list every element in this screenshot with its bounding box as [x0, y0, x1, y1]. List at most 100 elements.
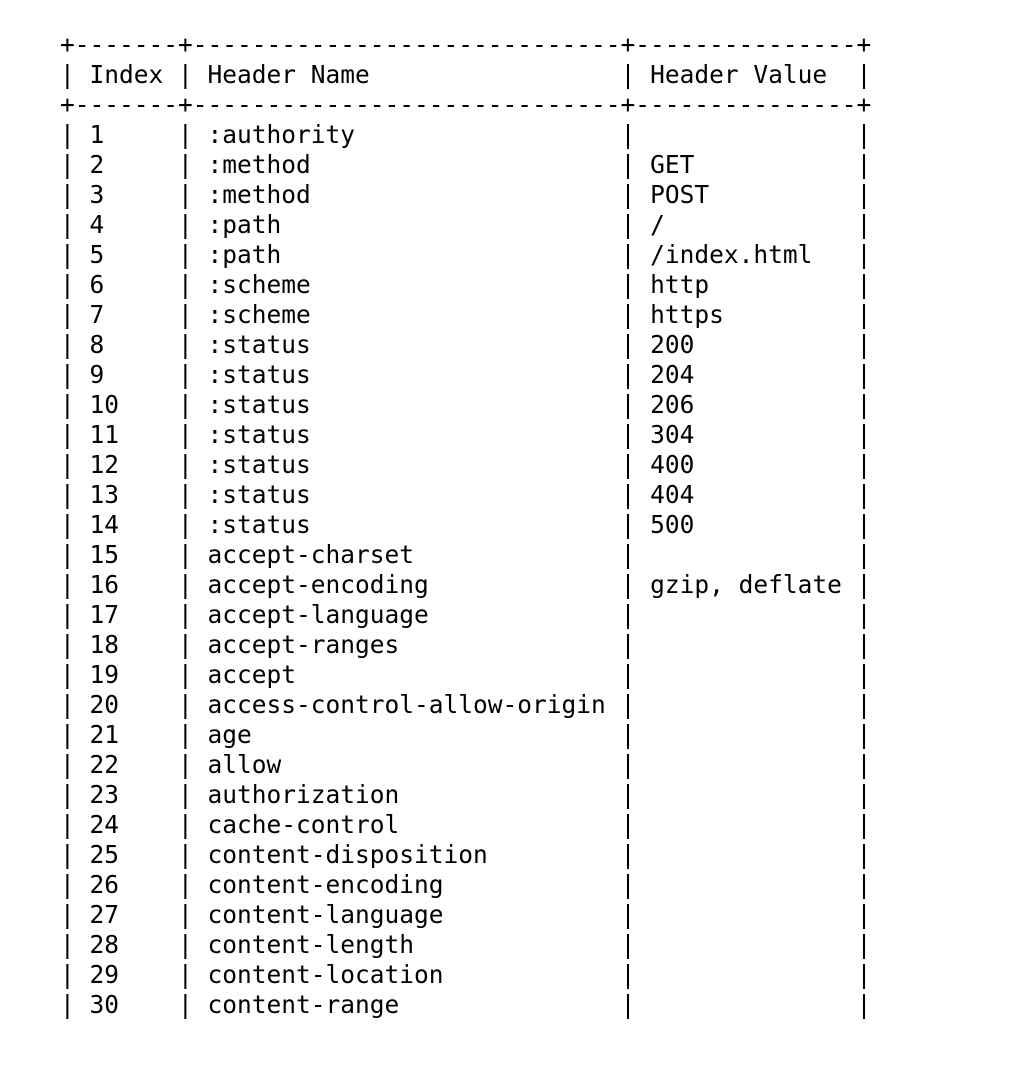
column-header-index: Index [89, 60, 164, 89]
cell-index: 2 [89, 150, 105, 179]
cell-header-value: 304 [650, 420, 695, 449]
table-row: | 8 | :status | 200 | [60, 330, 872, 359]
cell-header-value: / [650, 210, 665, 239]
table-row: | 15 | accept-charset | | [60, 540, 872, 569]
cell-header-name: content-location [207, 960, 444, 989]
cell-header-name: :scheme [207, 270, 311, 299]
table-row: | 12 | :status | 400 | [60, 450, 872, 479]
cell-header-name: authorization [207, 780, 400, 809]
table-row: | 10 | :status | 206 | [60, 390, 872, 419]
cell-header-name: :status [207, 420, 311, 449]
table-border-top: +-------+-----------------------------+-… [60, 30, 872, 59]
cell-header-value: 500 [650, 510, 695, 539]
cell-index: 26 [89, 870, 120, 899]
cell-index: 6 [89, 270, 105, 299]
table-row: | 6 | :scheme | http | [60, 270, 872, 299]
cell-header-name: accept [207, 660, 297, 689]
cell-header-name: access-control-allow-origin [207, 690, 606, 719]
cell-header-value: gzip, deflate [650, 570, 842, 599]
cell-index: 12 [89, 450, 120, 479]
cell-header-value: http [650, 270, 710, 299]
table-row: | 29 | content-location | | [60, 960, 872, 989]
table-row: | 16 | accept-encoding | gzip, deflate | [60, 570, 872, 599]
table-row: | 23 | authorization | | [60, 780, 872, 809]
cell-header-name: :status [207, 480, 311, 509]
cell-index: 5 [89, 240, 105, 269]
cell-index: 27 [89, 900, 120, 929]
cell-header-name: accept-ranges [207, 630, 400, 659]
cell-index: 30 [89, 990, 120, 1019]
cell-index: 16 [89, 570, 120, 599]
table-border-header: +-------+-----------------------------+-… [60, 90, 872, 119]
table-row: | 9 | :status | 204 | [60, 360, 872, 389]
cell-header-name: content-encoding [207, 870, 444, 899]
table-row: | 2 | :method | GET | [60, 150, 872, 179]
cell-index: 21 [89, 720, 120, 749]
table-row: | 3 | :method | POST | [60, 180, 872, 209]
cell-header-name: content-range [207, 990, 400, 1019]
cell-header-value: 204 [650, 360, 695, 389]
table-row: | 30 | content-range | | [60, 990, 872, 1019]
cell-index: 24 [89, 810, 120, 839]
cell-index: 8 [89, 330, 105, 359]
cell-header-value: https [650, 300, 724, 329]
table-row: | 18 | accept-ranges | | [60, 630, 872, 659]
table-row: | 28 | content-length | | [60, 930, 872, 959]
table-row: | 20 | access-control-allow-origin | | [60, 690, 872, 719]
cell-header-name: age [207, 720, 252, 749]
cell-header-name: :status [207, 330, 311, 359]
cell-index: 22 [89, 750, 120, 779]
table-row: | 19 | accept | | [60, 660, 872, 689]
table-row: | 17 | accept-language | | [60, 600, 872, 629]
table-row: | 5 | :path | /index.html | [60, 240, 872, 269]
cell-header-name: content-length [207, 930, 415, 959]
cell-index: 10 [89, 390, 120, 419]
cell-header-name: :path [207, 240, 282, 269]
cell-index: 18 [89, 630, 120, 659]
cell-header-name: :path [207, 210, 282, 239]
table-row: | 14 | :status | 500 | [60, 510, 872, 539]
cell-header-name: :method [207, 150, 311, 179]
cell-index: 23 [89, 780, 120, 809]
cell-header-name: :status [207, 390, 311, 419]
cell-header-name: accept-charset [207, 540, 415, 569]
cell-header-value: POST [650, 180, 710, 209]
table-body: | 1 | :authority | || 2 | :method | GET … [60, 120, 871, 1020]
table-row: | 25 | content-disposition | | [60, 840, 872, 869]
table-row: | 24 | cache-control | | [60, 810, 872, 839]
table-row: | 4 | :path | / | [60, 210, 872, 239]
cell-header-name: content-disposition [207, 840, 488, 869]
table-row: | 26 | content-encoding | | [60, 870, 872, 899]
table-row: | 22 | allow | | [60, 750, 872, 779]
cell-header-name: cache-control [207, 810, 400, 839]
cell-header-value: /index.html [650, 240, 813, 269]
table-row: | 7 | :scheme | https | [60, 300, 872, 329]
cell-header-value: GET [650, 150, 695, 179]
cell-header-value: 400 [650, 450, 695, 479]
cell-header-name: :status [207, 360, 311, 389]
cell-index: 7 [89, 300, 105, 329]
cell-index: 3 [89, 180, 105, 209]
cell-index: 15 [89, 540, 120, 569]
cell-index: 20 [89, 690, 120, 719]
table-header-row: | Index | Header Name | Header Value | [60, 60, 872, 89]
cell-index: 4 [89, 210, 105, 239]
cell-index: 1 [89, 120, 105, 149]
cell-header-name: accept-encoding [207, 570, 429, 599]
cell-index: 28 [89, 930, 120, 959]
cell-index: 11 [89, 420, 120, 449]
cell-index: 14 [89, 510, 120, 539]
cell-index: 29 [89, 960, 120, 989]
cell-header-name: accept-language [207, 600, 429, 629]
cell-header-name: :status [207, 450, 311, 479]
table-row: | 11 | :status | 304 | [60, 420, 872, 449]
column-header-name: Header Name [207, 60, 370, 89]
cell-index: 17 [89, 600, 120, 629]
cell-header-name: :method [207, 180, 311, 209]
ascii-header-table: +-------+-----------------------------+-… [60, 30, 871, 1020]
cell-index: 19 [89, 660, 120, 689]
cell-header-name: :authority [207, 120, 356, 149]
cell-index: 13 [89, 480, 120, 509]
cell-header-name: :status [207, 510, 311, 539]
cell-header-name: :scheme [207, 300, 311, 329]
